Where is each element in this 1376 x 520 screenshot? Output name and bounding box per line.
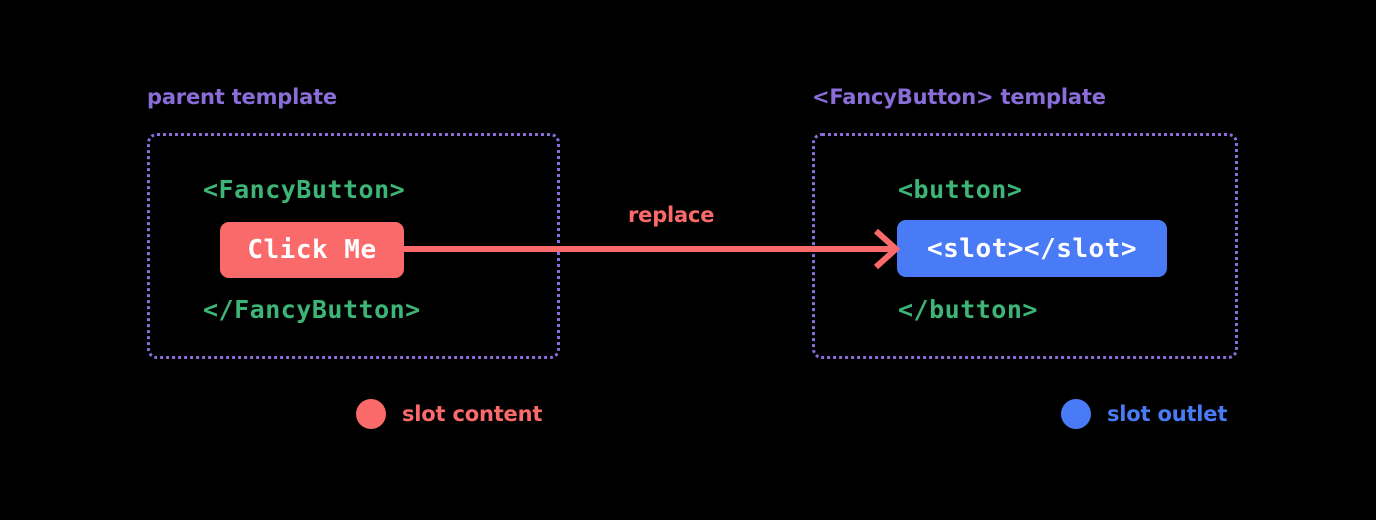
legend-item-slot-content: slot content [356, 399, 542, 429]
button-open-tag: <button> [898, 175, 1023, 204]
fancybutton-close-tag: </FancyButton> [203, 295, 421, 324]
replace-label: replace [628, 203, 715, 227]
slot-outlet-circle-icon [1061, 399, 1091, 429]
fancybutton-template-label: <FancyButton> template [812, 85, 1106, 109]
button-close-tag: </button> [898, 295, 1038, 324]
parent-template-label: parent template [147, 85, 337, 109]
slot-content-circle-icon [356, 399, 386, 429]
slot-outlet-chip: <slot></slot> [897, 220, 1167, 277]
fancybutton-open-tag: <FancyButton> [203, 175, 406, 204]
legend-item-slot-outlet: slot outlet [1061, 399, 1227, 429]
legend-label-slot-content: slot content [402, 402, 543, 426]
legend-label-slot-outlet: slot outlet [1107, 402, 1228, 426]
slot-content-chip: Click Me [220, 222, 404, 278]
